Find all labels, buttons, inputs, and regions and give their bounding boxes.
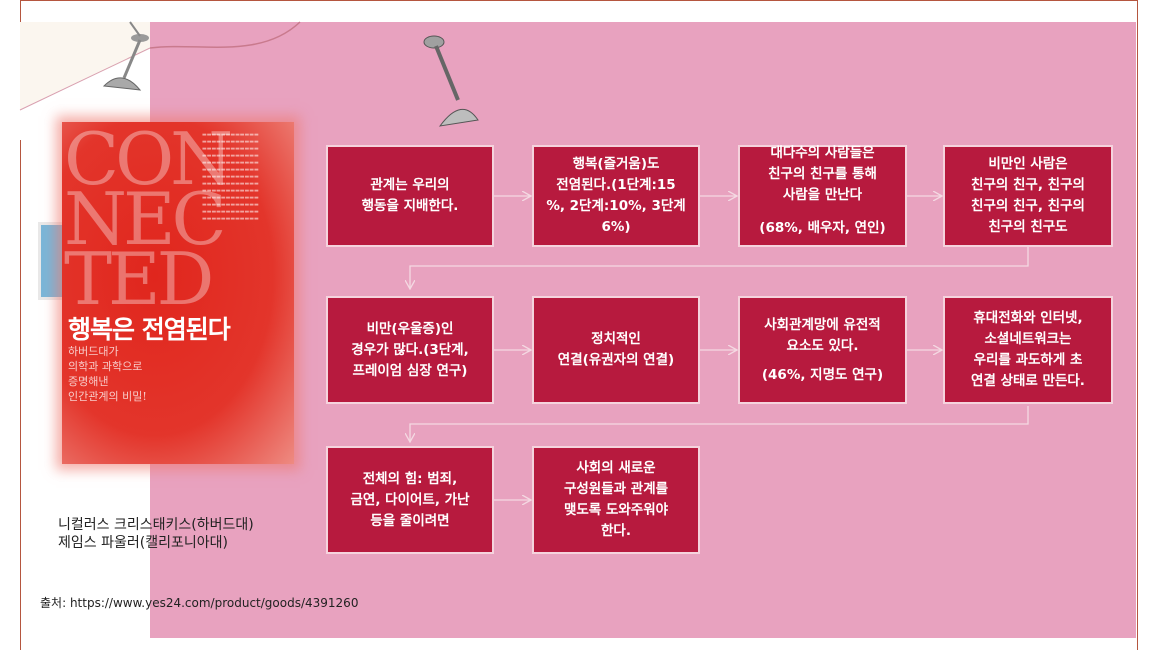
box-line: %, 2단계:10%, 3단계: [546, 198, 686, 214]
box-line: 비만(우울증)인: [366, 320, 454, 337]
book-subtitle-line: 인간관계의 비밀!: [68, 390, 147, 403]
box-line: 비만인 사람은: [988, 156, 1068, 172]
box-line: 연결 상태로 만든다.: [971, 373, 1085, 389]
flow-box-obesity-spread: 비만인 사람은 친구의 친구, 친구의 친구의 친구, 친구의 친구의 친구도: [943, 145, 1113, 247]
flow-box-relationships-govern-behavior: 관계는 우리의 행동을 지배한다.: [326, 145, 494, 247]
book-subtitle-line: 하버드대가: [68, 345, 119, 358]
book-cover-fine-print: ▬▬▬▬▬▬▬▬▬▬▬▬ ▬▬▬▬▬▬▬▬▬▬▬▬ ▬▬▬▬▬▬▬▬▬▬▬▬ ▬…: [202, 132, 259, 222]
author-2: 제임스 파울러(캘리포니아대): [58, 535, 228, 551]
book-subtitle-line: 증명해낸: [68, 375, 109, 388]
flow-box-happiness-contagious: 행복(즐거움)도 전염된다.(1단계:15 %, 2단계:10%, 3단계 6%…: [532, 145, 700, 247]
box-note: (46%, 지명도 연구): [761, 366, 884, 383]
flow-box-obesity-depression: 비만(우울증)인 경우가 많다.(3단계, 프레이엄 심장 연구): [326, 296, 494, 404]
lamp-right-icon: [423, 35, 479, 127]
box-line: 행동을 지배한다.: [361, 198, 459, 214]
box-line: 친구의 친구도: [988, 219, 1068, 235]
box-line: 6%): [601, 219, 631, 235]
box-line: 우리를 과도하게 초: [973, 352, 1083, 368]
lamp-left-icon: [102, 34, 149, 91]
book-cover-text-2: NEC: [64, 177, 227, 261]
box-line: 연결(유권자의 연결): [557, 352, 675, 368]
box-line: 프레이엄 심장 연구): [352, 362, 468, 379]
flow-box-meet-through-friends: 대다수의 사람들은 친구의 친구를 통해 사람을 만난다 (68%, 배우자, …: [738, 145, 907, 247]
book-subtitle-line: 의학과 과학으로: [68, 360, 143, 373]
box-line: 소셜네트워크는: [984, 331, 1072, 347]
flow-box-help-new-members: 사회의 새로운 구성원들과 관계를 맺도록 도와주워야 한다.: [532, 446, 700, 554]
flow-box-collective-power: 전체의 힘: 범죄, 금연, 다이어트, 가난 등을 줄이려면: [326, 446, 494, 554]
flow-box-political-connection: 정치적인 연결(유권자의 연결): [532, 296, 700, 404]
box-line: 행복(즐거움)도: [572, 156, 660, 172]
flow-box-hyperconnection: 휴대전화와 인터넷, 소셜네트워크는 우리를 과도하게 초 연결 상태로 만든다…: [943, 296, 1113, 404]
box-line: 친구의 친구, 친구의: [971, 177, 1085, 193]
box-line: 친구의 친구, 친구의: [971, 198, 1085, 214]
box-line: 사회관계망에 유전적: [764, 316, 881, 333]
author-1: 니컬러스 크리스태키스(하버드대): [58, 517, 254, 533]
box-line: 전체의 힘: 범죄,: [362, 470, 458, 487]
top-border: [20, 0, 1138, 1]
lamp-top-icon: [129, 21, 141, 37]
box-line: 한다.: [601, 523, 631, 539]
box-line: 관계는 우리의: [370, 177, 450, 193]
source-citation: 출처: https://www.yes24.com/product/goods/…: [40, 596, 359, 610]
box-line: 친구의 친구를 통해: [768, 166, 877, 182]
book-title: 행복은 전염된다: [68, 315, 231, 344]
box-line: 전염된다.(1단계:15: [556, 177, 676, 193]
box-line: 요소도 있다.: [786, 337, 859, 354]
book-cover: CON NEC TED ▬▬▬▬▬▬▬▬▬▬▬▬ ▬▬▬▬▬▬▬▬▬▬▬▬ ▬▬…: [62, 122, 294, 464]
box-note: (68%, 배우자, 연인): [759, 220, 886, 236]
box-line: 맺도록 도와주워야: [563, 502, 669, 518]
box-line: 금연, 다이어트, 가난: [350, 491, 470, 508]
slide-frame: [20, 0, 1138, 650]
book-cover-text-1: CON: [64, 122, 233, 201]
box-line: 사람을 만난다: [782, 187, 863, 203]
box-line: 등을 줄이려면: [370, 512, 450, 529]
box-line: 사회의 새로운: [576, 460, 656, 476]
box-line: 경우가 많다.(3단계,: [351, 341, 469, 358]
box-line: 휴대전화와 인터넷,: [973, 310, 1083, 326]
box-line: 정치적인: [591, 331, 641, 347]
flow-box-genetic-factor: 사회관계망에 유전적 요소도 있다. (46%, 지명도 연구): [738, 296, 907, 404]
authors: 니컬러스 크리스태키스(하버드대) 제임스 파울러(캘리포니아대): [58, 516, 254, 552]
book-subtitle: 하버드대가 의학과 과학으로 증명해낸 인간관계의 비밀!: [68, 344, 147, 404]
book-cover-text-3: TED: [64, 237, 214, 321]
box-line: 구성원들과 관계를: [563, 481, 669, 497]
box-line: 대다수의 사람들은: [770, 145, 875, 161]
